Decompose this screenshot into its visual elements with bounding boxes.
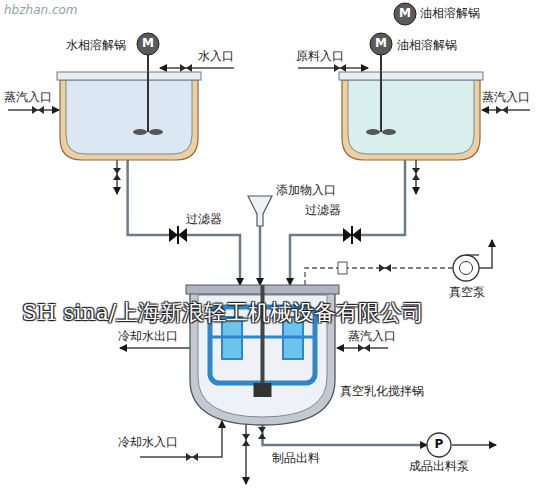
vacuum-pump-outline (453, 255, 479, 281)
filter-label: 过滤器 (305, 204, 341, 218)
agitator-shaft (147, 72, 149, 132)
tank-inner (66, 80, 192, 154)
motor: M (137, 33, 159, 55)
watermark: SH sina/上海新浪轻工机械设备有限公司 (22, 300, 424, 325)
additive-funnel-outline (248, 196, 272, 226)
inlet-label: 蒸汽入口 (4, 91, 52, 105)
symbol-letter: M (399, 7, 411, 21)
filter-symbol (343, 226, 361, 244)
tank-jacket (342, 80, 480, 160)
valve-symbol (496, 106, 508, 114)
inlet-label: 原料入口 (296, 50, 344, 64)
tank-lid (57, 72, 201, 80)
symbol-letter: P (435, 438, 444, 452)
pump-body (427, 433, 451, 457)
pipe-line (128, 160, 240, 285)
inlet-label: 水入口 (198, 50, 234, 64)
valve-symbol (258, 427, 266, 439)
valve-symbol (334, 64, 346, 72)
valve-symbol (113, 168, 121, 180)
homogenizer (254, 383, 272, 397)
valve-symbol (186, 453, 198, 461)
exhaust-line (479, 240, 492, 268)
pipe-line (290, 160, 405, 285)
propeller-blade (133, 129, 147, 135)
propeller-blade (382, 129, 396, 135)
node-label: 水相溶解锅 (66, 39, 126, 53)
legend-label: 油相溶解锅 (420, 7, 480, 21)
motor: M (394, 3, 416, 25)
product-pump: P成品出料泵 (427, 433, 451, 457)
inlet-label: 蒸汽入口 (348, 330, 396, 344)
valve-symbol (412, 168, 420, 180)
pump-rotor (460, 262, 473, 275)
pump-outlet (466, 254, 479, 255)
inlet-label: 蒸汽入口 (482, 91, 530, 105)
tank-lid (339, 72, 483, 80)
pump-body (453, 255, 479, 281)
node-label: 油相溶解锅 (397, 39, 457, 53)
inlet-line (298, 67, 368, 69)
outlet-label: 冷却水出口 (118, 330, 178, 344)
motor-symbol (137, 33, 159, 55)
valve-symbol (180, 64, 192, 72)
pipe-line (259, 226, 262, 285)
vacuum-filter (338, 262, 347, 274)
inlet-line (160, 67, 234, 69)
node-label: 添加物入口 (276, 184, 336, 198)
outlet-label: 制品出料 (272, 452, 320, 466)
tank-jacket (60, 80, 198, 160)
symbol-letter: M (375, 37, 387, 51)
drain-line (245, 420, 247, 484)
pipe-line (147, 55, 149, 72)
cooling-outlet-line (120, 347, 191, 349)
valve-symbol (358, 344, 370, 352)
oil-phase-tank-outline (342, 72, 480, 160)
valve-symbol (379, 264, 391, 272)
inlet-label: 冷却水入口 (118, 436, 178, 450)
motor-symbol (370, 33, 392, 55)
motor-symbol (394, 3, 416, 25)
water-phase-tank: 水相溶解锅 (60, 72, 198, 160)
oil-phase-tank: 油相溶解锅 (342, 72, 480, 160)
node-label: 成品出料泵 (409, 460, 469, 474)
agitator-shaft (261, 285, 265, 383)
funnel-body (248, 196, 272, 226)
node-label: 真空乳化搅拌锅 (340, 385, 424, 399)
propeller-blade (366, 129, 380, 135)
filter-label: 过滤器 (186, 213, 222, 227)
symbol-letter: M (142, 37, 154, 51)
motor: M (370, 33, 392, 55)
propeller-blade (149, 129, 163, 135)
water-phase-tank-outline (60, 72, 198, 160)
additive-funnel: 添加物入口 (248, 196, 272, 226)
node-label: 真空泵 (449, 286, 485, 300)
agitator-shaft (380, 72, 382, 132)
valve-symbol (242, 434, 250, 446)
pipe-line (380, 55, 382, 72)
vacuum-pump: 真空泵 (453, 255, 479, 281)
tank-inner (348, 80, 474, 154)
valve-symbol (32, 106, 44, 114)
filter-symbol (169, 226, 187, 244)
watermark: hbzhan.com (4, 4, 78, 18)
product-outlet-line (452, 444, 496, 446)
pipe-line (263, 425, 428, 445)
